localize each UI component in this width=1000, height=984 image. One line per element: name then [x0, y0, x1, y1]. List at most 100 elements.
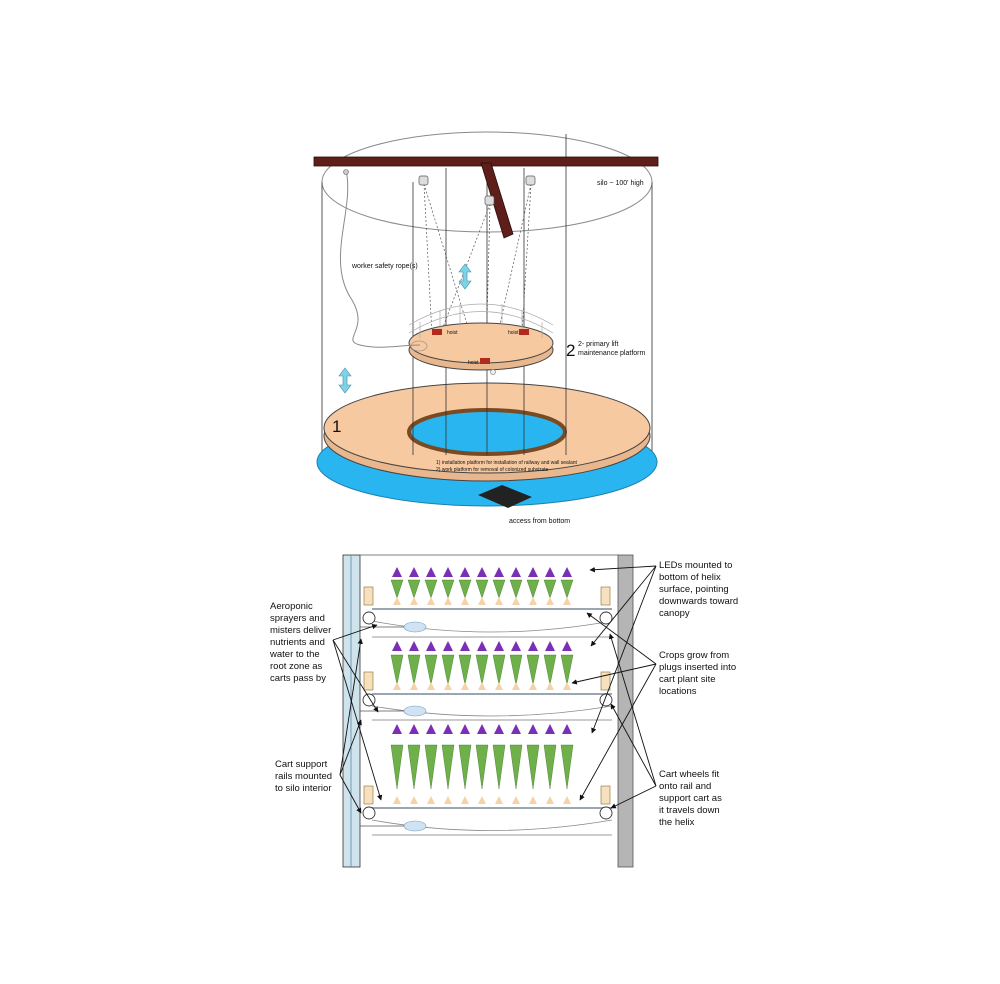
- led-icon: [409, 567, 419, 577]
- plant-icon: [424, 654, 438, 686]
- plant-icon: [407, 654, 421, 686]
- platform-2: [408, 322, 554, 364]
- plant-icon: [458, 654, 472, 686]
- aeroponic-line: carts pass by: [270, 673, 326, 684]
- helix-surface: [371, 620, 613, 633]
- led-icon: [392, 641, 402, 651]
- cart-post: [600, 785, 611, 805]
- plant-icon: [492, 744, 506, 790]
- wheels-line: Cart wheels fit: [659, 769, 720, 780]
- cart-post: [600, 586, 611, 606]
- cart-post: [363, 785, 374, 805]
- led-icon: [477, 724, 487, 734]
- root-plug-icon: [546, 796, 554, 804]
- pulley-icon: [525, 175, 536, 186]
- crops-line: plugs inserted into: [659, 662, 736, 673]
- led-icon: [494, 641, 504, 651]
- access-hatch: [478, 485, 532, 508]
- wheels-callout: Cart wheels fit onto rail and support ca…: [659, 769, 722, 828]
- rope-anchor-icon: [343, 169, 349, 175]
- plant-icon: [458, 579, 472, 599]
- platform-2-railing: [408, 303, 554, 338]
- helix-surface: [371, 705, 613, 717]
- plant-icon: [424, 744, 438, 790]
- root-plug-icon: [393, 682, 401, 690]
- plant-icon: [390, 654, 404, 686]
- crops-line: cart plant site: [659, 674, 716, 685]
- lift-arrow-icon: [338, 367, 352, 394]
- root-plug-icon: [529, 682, 537, 690]
- root-plug-icon: [512, 796, 520, 804]
- wheel-icon: [362, 611, 376, 625]
- platform-2-label-line2: maintenance platform: [578, 350, 645, 357]
- led-icon: [443, 567, 453, 577]
- led-icon: [545, 724, 555, 734]
- root-plug-icon: [444, 597, 452, 605]
- root-plug-icon: [478, 597, 486, 605]
- plant-icon: [560, 744, 574, 790]
- led-icon: [409, 641, 419, 651]
- leds-line: LEDs mounted to: [659, 560, 732, 571]
- plant-icon: [509, 744, 523, 790]
- cart-rails-line: to silo interior: [275, 783, 332, 794]
- cart-post: [363, 671, 374, 691]
- plant-icon: [543, 579, 557, 599]
- wheel-icon: [599, 806, 613, 820]
- platform-1-number: 1: [332, 417, 341, 436]
- root-plug-icon: [444, 682, 452, 690]
- crane-arm: [480, 162, 514, 239]
- root-plug-icon: [427, 682, 435, 690]
- plant-icon: [526, 579, 540, 599]
- led-icon: [426, 641, 436, 651]
- led-icon: [545, 641, 555, 651]
- hoist-label: hoist: [447, 330, 458, 336]
- mister-nozzle-icon: [403, 820, 427, 832]
- hoist-label: hoist: [508, 330, 519, 336]
- root-plug-icon: [495, 597, 503, 605]
- wheel-icon: [599, 693, 613, 707]
- pulley-icon: [490, 369, 496, 375]
- crops-line: Crops grow from: [659, 650, 729, 661]
- plant-icon: [458, 744, 472, 790]
- root-plug-icon: [393, 796, 401, 804]
- pulley-icon: [484, 195, 495, 206]
- helix-cross-section: [342, 554, 634, 868]
- plant-icon: [492, 579, 506, 599]
- led-icon: [460, 724, 470, 734]
- led-icon: [460, 567, 470, 577]
- silo-height-label: silo ~ 100' high: [597, 180, 644, 187]
- leader-lines: [332, 565, 657, 814]
- root-plug-icon: [512, 682, 520, 690]
- worker-rope-label: worker safety rope(s): [351, 263, 418, 270]
- root-plug-icon: [410, 597, 418, 605]
- led-icon: [426, 567, 436, 577]
- root-plug-icon: [461, 682, 469, 690]
- led-icon: [392, 567, 402, 577]
- silo-wall-right-section: [617, 554, 634, 868]
- led-icon: [443, 641, 453, 651]
- plant-icon: [475, 744, 489, 790]
- root-plug-icon: [512, 597, 520, 605]
- root-plug-icon: [529, 796, 537, 804]
- rope-coil-icon: [410, 340, 428, 352]
- plant-icon: [560, 654, 574, 686]
- leds-callout: LEDs mounted to bottom of helix surface,…: [659, 560, 738, 619]
- root-plug-icon: [410, 796, 418, 804]
- aeroponic-callout: Aeroponic sprayers and misters deliver n…: [269, 601, 331, 684]
- root-plug-icon: [529, 597, 537, 605]
- platform-1-note-line2: 2) work platform for removal of colonize…: [436, 467, 548, 473]
- wheels-line: onto rail and: [659, 781, 711, 792]
- helix-surface: [371, 819, 613, 831]
- plant-icon: [407, 744, 421, 790]
- pulley-icon: [418, 175, 429, 186]
- plant-icon: [424, 579, 438, 599]
- aeroponic-line: water to the: [269, 649, 320, 660]
- root-plug-icon: [546, 682, 554, 690]
- root-plug-icon: [563, 796, 571, 804]
- lift-arrow-icon: [458, 263, 472, 290]
- root-plug-icon: [478, 682, 486, 690]
- aeroponic-line: nutrients and: [270, 637, 325, 648]
- led-icon: [528, 641, 538, 651]
- led-icon: [477, 641, 487, 651]
